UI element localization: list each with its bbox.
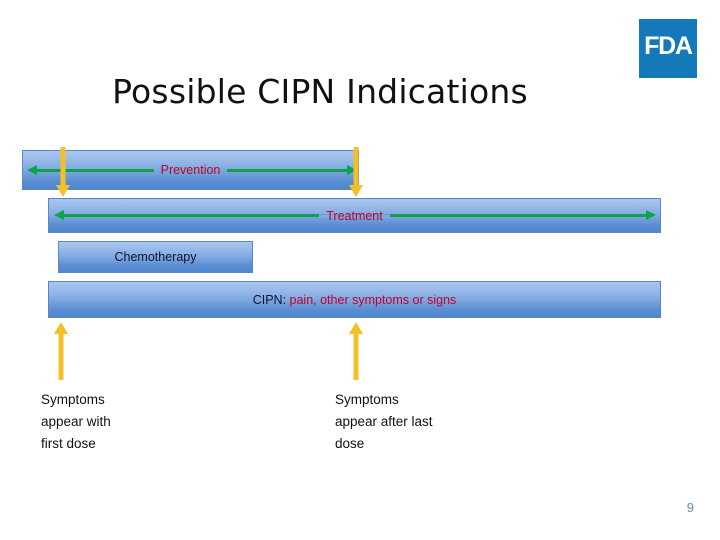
fda-logo-text: FDA (644, 32, 693, 60)
bar-treatment-label: Treatment (319, 208, 390, 223)
bar-prevention-label: Prevention (153, 163, 228, 177)
arrow-tip-up-icon (54, 322, 68, 334)
arrow-tip-up-icon (349, 322, 363, 334)
bar-treatment: Treatment (48, 198, 661, 233)
event-marker-last-dose-icon (349, 322, 363, 380)
bar-cipn: CIPN: pain, other symptoms or signs (48, 281, 661, 318)
caption-first-dose: Symptoms appear with first dose (41, 392, 111, 451)
event-marker-first-dose-icon (54, 322, 68, 380)
fda-logo: FDA (639, 19, 697, 78)
bar-cipn-label-highlight: pain, other symptoms or signs (289, 292, 457, 307)
arrow-stem (353, 333, 359, 380)
bar-prevention: Prevention (22, 150, 359, 190)
bar-cipn-label-prefix: CIPN: (252, 292, 290, 307)
bar-chemotherapy-label: Chemotherapy (114, 250, 197, 264)
bar-cipn-label: CIPN: pain, other symptoms or signs (246, 293, 464, 307)
bar-chemotherapy: Chemotherapy (58, 241, 253, 273)
arrow-stem (58, 333, 64, 380)
caption-last-dose: Symptoms appear after last dose (335, 392, 433, 451)
page-title: Possible CIPN Indications (112, 72, 528, 111)
page-number: 9 (686, 500, 694, 515)
